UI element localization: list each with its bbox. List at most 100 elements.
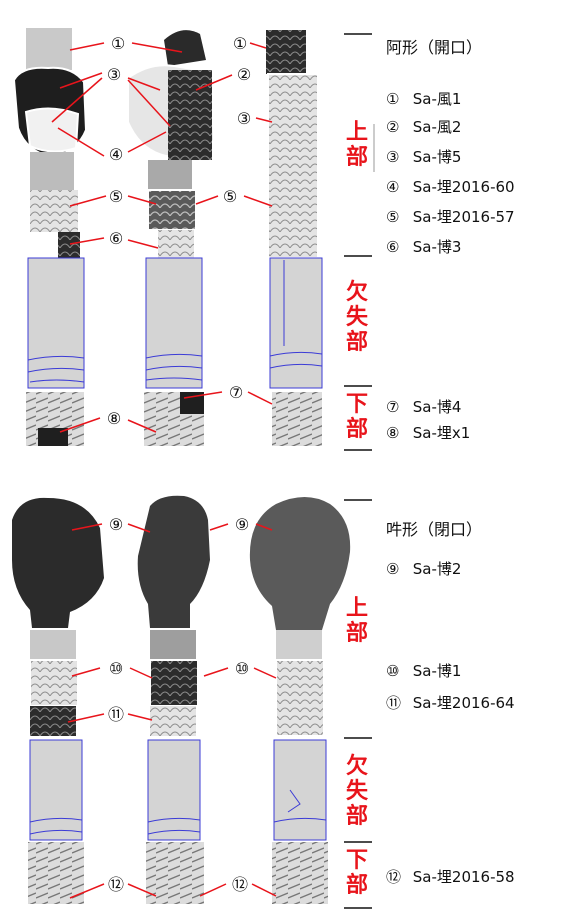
closed-markers: ⑨ ⑨ ⑩ ⑩ ⑪ ⑫ ⑫ (108, 515, 249, 894)
open-col3-lower (272, 392, 322, 446)
closed-col3-missing (273, 739, 327, 841)
closed-col1-missing-bands (29, 817, 83, 835)
open-col2-missing-bands (145, 353, 203, 381)
closed-col-2 (137, 495, 210, 904)
closed-col3-missing-bands (273, 789, 327, 823)
open-separators (344, 33, 375, 451)
marker-3a: ③ (107, 65, 121, 84)
open-col3-body (267, 73, 319, 259)
closed-col1-neck (30, 630, 76, 660)
open-col1-jaw-fragment (24, 107, 80, 153)
closed-callout-lines (67, 523, 277, 899)
closed-col3-head (249, 497, 351, 630)
legend-open-item: ⑦ Sa-博4 (386, 398, 462, 416)
marker-10b: ⑩ (235, 659, 249, 678)
closed-col1-scales-11 (30, 706, 76, 736)
closed-separators (344, 499, 372, 909)
closed-col1-lower (28, 842, 84, 904)
callout-line-12c (199, 883, 227, 897)
label-upper-open: 上部 (345, 120, 368, 170)
callout-line-10c (203, 667, 229, 677)
legend-open-item: ④ Sa-埋2016-60 (386, 178, 515, 196)
legend-closed-item: ⑫ Sa-埋2016-58 (386, 868, 515, 886)
open-col2-mane (168, 70, 212, 160)
closed-col3-scales-10 (275, 659, 325, 737)
marker-5a: ⑤ (109, 187, 123, 206)
label-lower-open: 下部 (345, 392, 368, 442)
callout-line-3e (255, 117, 273, 123)
open-mouth-title: 阿形（開口） (386, 38, 483, 57)
open-col-2 (127, 30, 216, 446)
marker-1b: ① (233, 34, 247, 53)
closed-col1-missing (29, 739, 83, 841)
closed-col1-scales-10 (29, 659, 79, 707)
callout-line-4b (127, 131, 167, 153)
callout-line-12b (127, 883, 157, 897)
callout-line-5c (195, 195, 219, 205)
closed-col2-missing (147, 739, 201, 841)
callout-line-4a (57, 127, 105, 157)
callout-line-9a (71, 523, 103, 531)
legend-closed-item: ⑩ Sa-博1 (386, 662, 462, 680)
callout-line-7a (183, 391, 223, 399)
marker-7: ⑦ (229, 383, 243, 402)
closed-col3-lower (272, 842, 328, 904)
callout-line-1a (69, 42, 105, 51)
marker-12b: ⑫ (232, 875, 248, 894)
open-col2-scales-6 (158, 230, 194, 258)
legend-closed-item: ⑨ Sa-博2 (386, 560, 462, 578)
legend-open-item: ⑤ Sa-埋2016-57 (386, 208, 515, 226)
legend-closed-item: ⑪ Sa-埋2016-64 (386, 694, 515, 712)
label-missing-open: 欠失部 (345, 280, 368, 355)
open-callout-lines (51, 42, 273, 433)
callout-line-2 (195, 74, 233, 91)
open-col1-missing-bands (27, 355, 85, 383)
callout-line-3c (127, 77, 161, 91)
callout-line-11b (127, 713, 153, 721)
callout-line-1b (131, 42, 183, 53)
open-col2-scales-5 (147, 189, 197, 231)
callout-line-5b (127, 195, 157, 205)
label-missing-closed: 欠失部 (345, 754, 368, 829)
callout-line-7b (247, 391, 273, 405)
open-col1-missing (27, 257, 85, 389)
open-col3-missing-bands (269, 260, 323, 369)
closed-col1-head (12, 497, 104, 628)
marker-10a: ⑩ (109, 659, 123, 678)
open-col2-top-fragment (164, 30, 206, 66)
open-col-1 (12, 28, 88, 446)
open-col2-neck (148, 160, 192, 190)
callout-line-11a (67, 713, 105, 723)
closed-col-3 (249, 497, 351, 904)
open-col1-scales-6 (58, 232, 80, 258)
callout-line-3d (127, 79, 171, 127)
callout-line-5d (243, 195, 273, 207)
legend-open-item: ③ Sa-博5 (386, 148, 462, 166)
marker-9a: ⑨ (109, 515, 123, 534)
legend-open-item: ⑧ Sa-埋x1 (386, 424, 471, 442)
callout-line-10b (129, 667, 153, 679)
marker-4: ④ (109, 145, 123, 164)
callout-line-5a (69, 195, 107, 207)
legend-open-item: ① Sa-風1 (386, 90, 462, 108)
closed-col2-head (137, 495, 210, 628)
callout-line-10a (71, 667, 101, 677)
open-col-3 (266, 30, 323, 446)
marker-5b: ⑤ (223, 187, 237, 206)
callout-line-10d (253, 667, 277, 679)
closed-col-1 (12, 497, 104, 904)
open-col1-neck (30, 152, 74, 190)
callout-line-3b (51, 77, 103, 123)
closed-col2-lower (146, 842, 204, 904)
callout-line-3a (59, 72, 103, 89)
callout-line-6a (69, 237, 105, 245)
closed-col2-missing-bands (147, 817, 201, 835)
closed-mouth-title: 吽形（閉口） (386, 520, 483, 539)
closed-col3-neck (276, 630, 322, 660)
marker-11: ⑪ (108, 705, 124, 724)
legend-open-item: ⑥ Sa-博3 (386, 238, 462, 256)
marker-9b: ⑨ (235, 515, 249, 534)
closed-col2-scales-11 (150, 706, 196, 736)
callout-line-6b (127, 239, 159, 249)
